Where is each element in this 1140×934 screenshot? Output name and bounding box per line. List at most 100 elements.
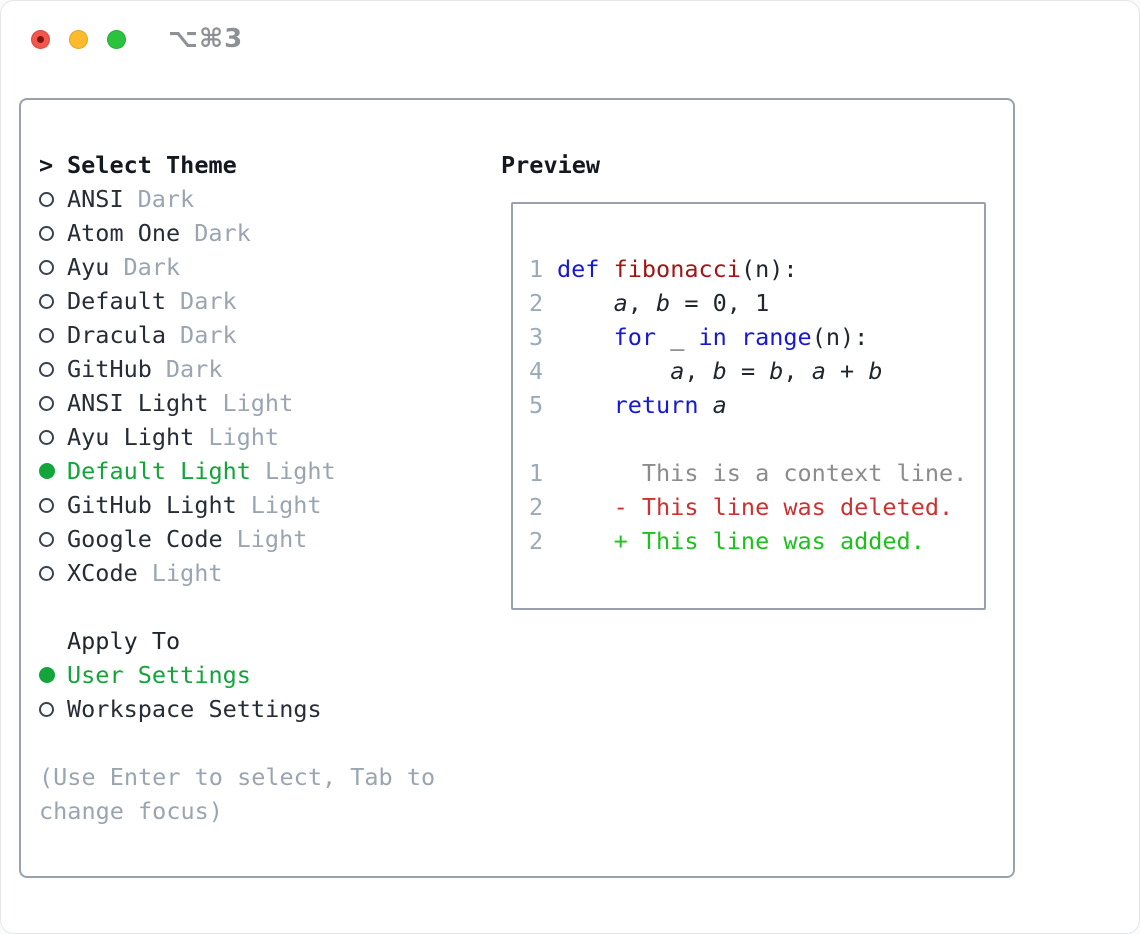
- radio-marker: [39, 565, 67, 581]
- theme-item-ayu[interactable]: Ayu Dark: [39, 250, 485, 284]
- code-text: - This line was deleted.: [557, 493, 954, 521]
- cursor-icon: >: [39, 151, 54, 179]
- line-number: 3: [529, 323, 544, 351]
- select-theme-header: > Select Theme: [39, 148, 485, 182]
- theme-item-ansi[interactable]: ANSI Dark: [39, 182, 485, 216]
- preview-title: Preview: [501, 151, 601, 179]
- radio-icon: [39, 191, 54, 207]
- radio-marker: [39, 429, 67, 445]
- line-number: 2: [529, 289, 544, 317]
- code-preview: 1 def fibonacci(n): 2 a, b = 0, 1 3 for _ i…: [529, 252, 984, 558]
- code-line: 2 + This line was added.: [529, 524, 984, 558]
- theme-item-ansi-light[interactable]: ANSI Light Light: [39, 386, 485, 420]
- hint-text: (Use Enter to select, Tab to change focu…: [39, 763, 436, 825]
- theme-variant-badge: Light: [151, 559, 223, 587]
- line-number: 5: [529, 391, 544, 419]
- theme-item-github[interactable]: GitHub Dark: [39, 352, 485, 386]
- theme-variant-badge: Light: [264, 457, 336, 485]
- radio-icon: [39, 565, 54, 581]
- theme-name: Ayu: [67, 253, 110, 281]
- radio-marker: [39, 531, 67, 547]
- code-text: a, b = 0, 1: [613, 289, 770, 317]
- code-line: 2 - This line was deleted.: [529, 490, 984, 524]
- code-line: 5 return a: [529, 388, 984, 422]
- theme-name: GitHub: [67, 355, 152, 383]
- code-line: 1 def fibonacci(n):: [529, 252, 984, 286]
- select-theme-title: Select Theme: [67, 151, 237, 179]
- radio-marker: [39, 293, 67, 309]
- radio-marker: [39, 395, 67, 411]
- spacer: [39, 726, 485, 760]
- theme-name: Dracula: [67, 321, 167, 349]
- theme-name: GitHub Light: [67, 491, 237, 519]
- theme-variant-badge: Dark: [137, 185, 195, 213]
- code-line: 2 a, b = 0, 1: [529, 286, 984, 320]
- theme-name: XCode: [67, 559, 138, 587]
- theme-item-xcode[interactable]: XCode Light: [39, 556, 485, 590]
- line-number: 2: [529, 493, 544, 521]
- code-text: This is a context line.: [557, 459, 968, 487]
- radio-marker: [39, 463, 67, 479]
- radio-marker: [39, 701, 67, 717]
- zoom-button[interactable]: [107, 29, 126, 49]
- spacer: [39, 590, 485, 624]
- radio-icon: [39, 327, 54, 343]
- theme-name: ANSI Light: [67, 389, 209, 417]
- radio-marker: [39, 191, 67, 207]
- code-line: [529, 422, 984, 456]
- theme-variant-badge: Light: [208, 423, 280, 451]
- code-text: return a: [613, 391, 727, 419]
- radio-marker: [39, 225, 67, 241]
- theme-variant-badge: Dark: [180, 287, 237, 315]
- theme-variant-badge: Light: [222, 389, 294, 417]
- window-shortcut-label: ⌥⌘3: [168, 24, 244, 54]
- theme-name: ANSI: [67, 185, 124, 213]
- titlebar: ⌥⌘3: [31, 1, 243, 77]
- radio-marker: [39, 497, 67, 513]
- radio-icon: [39, 259, 54, 275]
- radio-selected-icon: [39, 463, 55, 479]
- theme-variant-badge: Dark: [165, 355, 223, 383]
- theme-name: Atom One: [67, 219, 181, 247]
- theme-name: Default: [67, 287, 167, 315]
- radio-icon: [39, 361, 54, 377]
- radio-marker: [39, 667, 67, 683]
- code-text: def fibonacci(n):: [557, 255, 798, 283]
- line-number: [529, 422, 543, 456]
- apply-option-label: User Settings: [67, 661, 251, 689]
- theme-name: Google Code: [67, 525, 223, 553]
- code-text: for _ in range(n):: [613, 323, 869, 351]
- theme-item-default-light[interactable]: Default Light Light: [39, 454, 485, 488]
- minimize-button[interactable]: [69, 29, 88, 49]
- radio-selected-icon: [39, 667, 55, 683]
- line-number: 1: [529, 459, 544, 487]
- code-text: + This line was added.: [557, 527, 925, 555]
- theme-name: Ayu Light: [67, 423, 195, 451]
- apply-option-label: Workspace Settings: [67, 695, 322, 723]
- apply-option-user-settings[interactable]: User Settings: [39, 658, 485, 692]
- radio-icon: [39, 497, 54, 513]
- radio-icon: [39, 225, 54, 241]
- theme-variant-badge: Dark: [123, 253, 181, 281]
- theme-item-google-code[interactable]: Google Code Light: [39, 522, 485, 556]
- radio-marker: [39, 361, 67, 377]
- theme-name: Default Light: [67, 457, 251, 485]
- theme-item-default[interactable]: Default Dark: [39, 284, 485, 318]
- theme-variant-badge: Light: [236, 525, 308, 553]
- radio-marker: [39, 327, 67, 343]
- preview-box: 1 def fibonacci(n): 2 a, b = 0, 1 3 for _ i…: [511, 202, 986, 610]
- line-number: 1: [529, 255, 544, 283]
- preview-section: Preview 1 def fibonacci(n): 2 a, b = 0, 1 3…: [501, 148, 986, 610]
- apply-option-workspace-settings[interactable]: Workspace Settings: [39, 692, 485, 726]
- code-text: a, b = b, a + b: [670, 357, 883, 385]
- theme-item-ayu-light[interactable]: Ayu Light Light: [39, 420, 485, 454]
- close-button[interactable]: [31, 29, 50, 49]
